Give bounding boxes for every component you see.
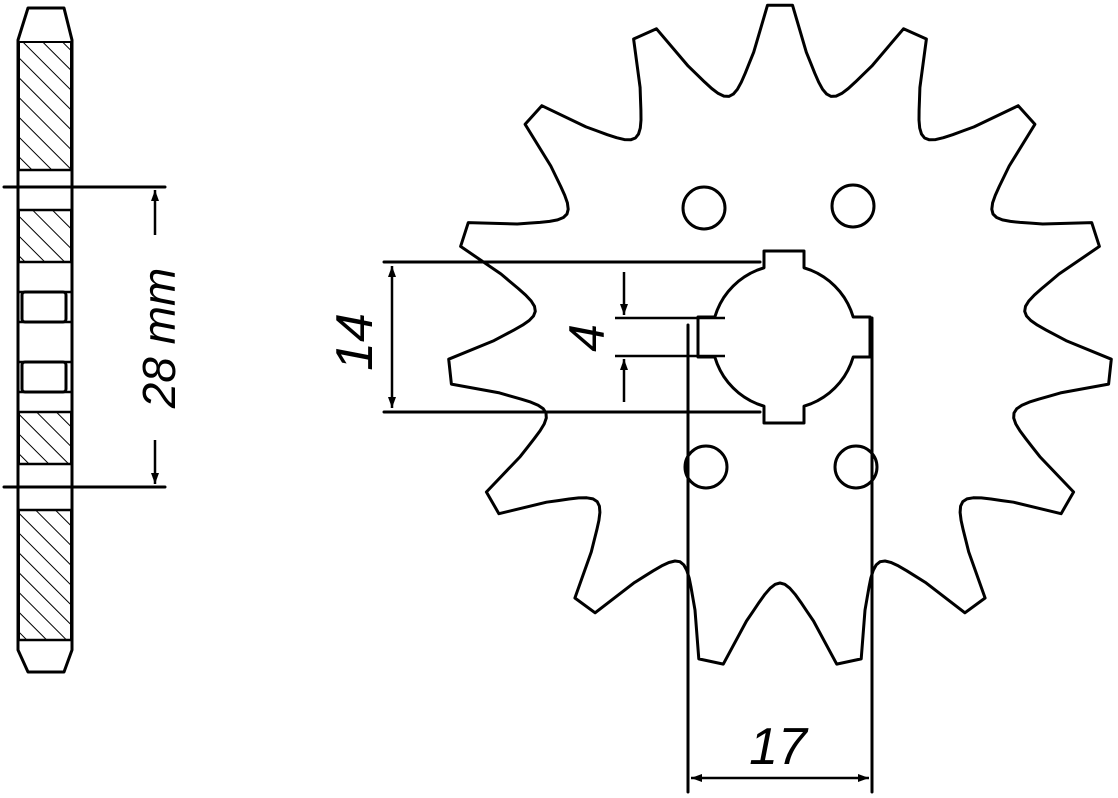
key-width-label: 4 <box>559 324 615 352</box>
side-hatch-top <box>18 41 72 171</box>
side-hatch-upper <box>18 209 72 263</box>
spline-diameter-label: 14 <box>326 313 384 371</box>
side-view: 28 mm <box>2 6 185 674</box>
bolt-hole-bottom-left <box>683 444 729 490</box>
sprocket-outline <box>447 3 1113 666</box>
side-hatch-bottom <box>18 509 72 641</box>
bolt-hole-top-right <box>830 183 876 229</box>
side-hatch-lower <box>18 411 72 465</box>
bolt-hole-bottom-right <box>833 444 879 490</box>
side-hub-window-top <box>20 290 68 324</box>
splined-bore <box>696 249 872 425</box>
side-hub-window-bottom <box>20 360 68 394</box>
front-view: 14 4 17 <box>326 3 1113 794</box>
offset-dimension-label: 28 mm <box>133 268 185 410</box>
hub-width-label: 17 <box>749 718 809 776</box>
bolt-hole-top-left <box>681 185 727 231</box>
